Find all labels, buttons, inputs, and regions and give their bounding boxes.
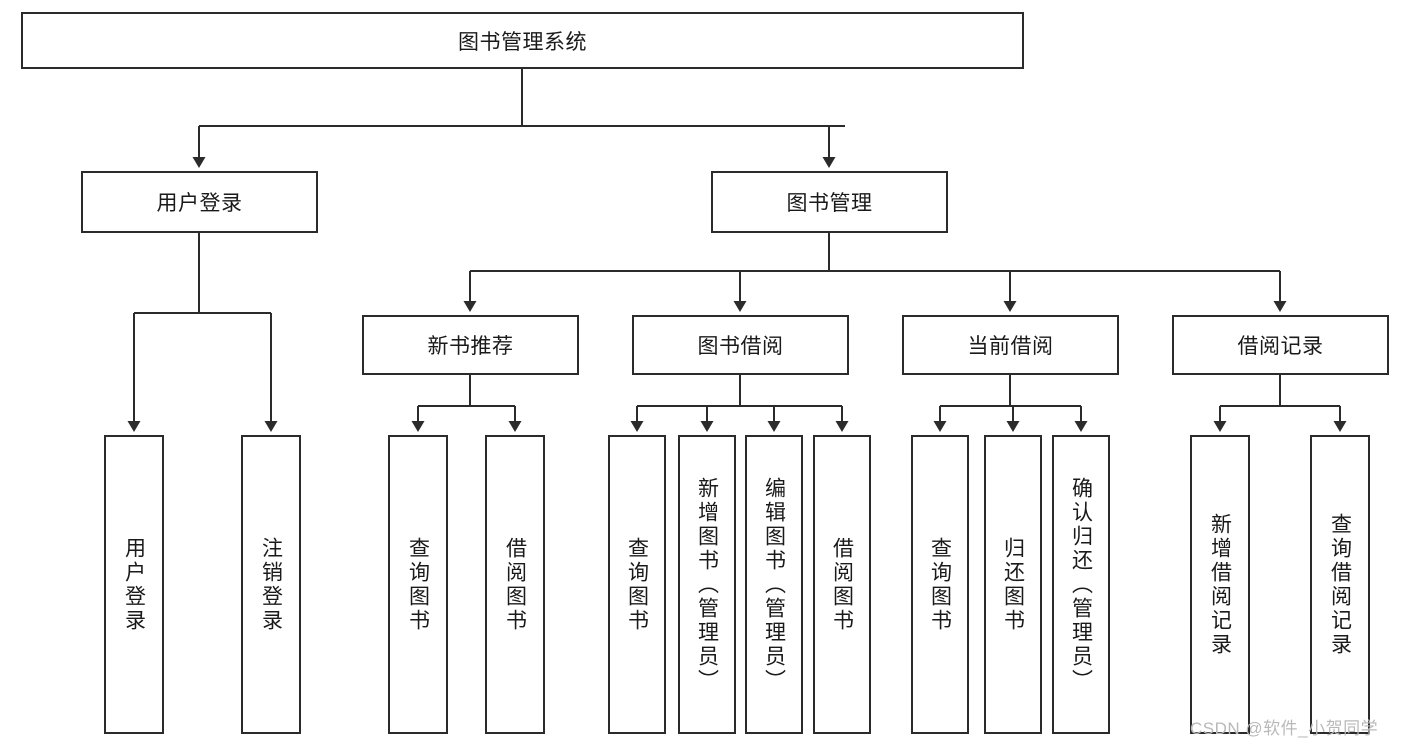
leaves-node[interactable]: 用户登录 (104, 435, 164, 734)
node-label: 借阅图书 (503, 536, 527, 633)
leaves-node[interactable]: 查询借阅记录 (1310, 435, 1370, 734)
node-label: 注销登录 (259, 536, 283, 633)
node-label: 用户登录 (156, 192, 243, 215)
node-label: 查询借阅记录 (1328, 512, 1352, 657)
node-label: 新书推荐 (427, 335, 514, 358)
node-label: 当前借阅 (967, 335, 1054, 358)
node-label: 查询图书 (625, 536, 649, 633)
node-label: 用户登录 (122, 536, 146, 633)
level3-node[interactable]: 借阅记录 (1172, 315, 1389, 375)
node-label: 借阅记录 (1237, 335, 1324, 358)
node-label: 确认归还（管理员） (1069, 476, 1093, 693)
root-node[interactable]: 图书管理系统 (21, 12, 1024, 69)
leaves-node[interactable]: 借阅图书 (485, 435, 545, 734)
leaves-node[interactable]: 新增图书（管理员） (678, 435, 736, 734)
node-label: 借阅图书 (830, 536, 854, 633)
node-label: 查询图书 (928, 536, 952, 633)
level3-node[interactable]: 当前借阅 (902, 315, 1119, 375)
node-label: 新增图书（管理员） (695, 476, 719, 693)
node-label: 图书借阅 (697, 335, 784, 358)
level2-node[interactable]: 用户登录 (81, 171, 318, 233)
node-label: 编辑图书（管理员） (762, 476, 786, 693)
node-label: 图书管理 (786, 192, 873, 215)
leaves-node[interactable]: 查询图书 (388, 435, 448, 734)
leaves-node[interactable]: 注销登录 (241, 435, 301, 734)
level3-node[interactable]: 新书推荐 (362, 315, 579, 375)
level3-node[interactable]: 图书借阅 (632, 315, 849, 375)
node-label: 新增借阅记录 (1208, 512, 1232, 657)
leaves-node[interactable]: 查询图书 (911, 435, 969, 734)
csdn-watermark: CSDN @软件_小贺同学 (1190, 719, 1379, 738)
node-label: 图书管理系统 (458, 30, 587, 54)
leaves-node[interactable]: 借阅图书 (813, 435, 871, 734)
node-label: 归还图书 (1001, 536, 1025, 633)
node-label: 查询图书 (406, 536, 430, 633)
leaves-node[interactable]: 确认归还（管理员） (1052, 435, 1110, 734)
leaves-node[interactable]: 查询图书 (608, 435, 666, 734)
leaves-node[interactable]: 编辑图书（管理员） (745, 435, 803, 734)
leaves-node[interactable]: 新增借阅记录 (1190, 435, 1250, 734)
level2-node[interactable]: 图书管理 (711, 171, 948, 233)
leaves-node[interactable]: 归还图书 (984, 435, 1042, 734)
